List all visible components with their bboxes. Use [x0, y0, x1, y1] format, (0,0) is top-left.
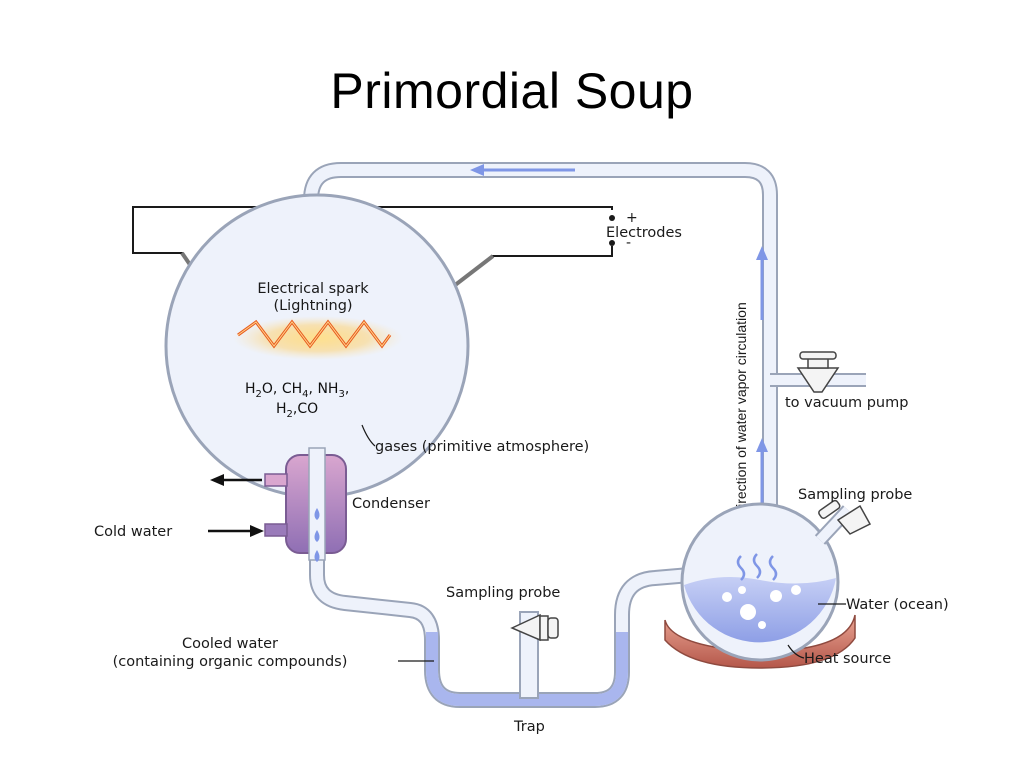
arrow-up-upper: [756, 246, 768, 320]
electrode-plus-sign: +: [626, 210, 638, 226]
electrodes-label: Electrodes: [606, 225, 682, 241]
condenser: [264, 447, 347, 562]
arrow-up-lower: [756, 438, 768, 512]
spark-label-line2: (Lightning): [273, 298, 352, 314]
trap-sampling-probe-label: Sampling probe: [446, 585, 560, 601]
cold-water-in-arrow: [208, 525, 264, 537]
atmosphere-sphere: [164, 193, 470, 499]
vacuum-pump-label: to vacuum pump: [785, 395, 908, 411]
ocean-flask: [664, 502, 856, 669]
formula-line1: H2O, CH4, NH3,: [245, 381, 349, 400]
arrow-top-leftward: [470, 164, 575, 176]
water-ocean-label: Water (ocean): [846, 597, 949, 613]
slide-title: Primordial Soup: [330, 63, 694, 119]
lower-tube: [309, 440, 691, 708]
spark-label-line1: Electrical spark: [257, 281, 369, 297]
flask-sampling-probe-label: Sampling probe: [798, 487, 912, 503]
cooled-water-label-line2: (containing organic compounds): [113, 654, 348, 670]
vacuum-valve-icon: [796, 351, 840, 393]
trap-label: Trap: [513, 719, 545, 735]
electrode-minus-sign: -: [626, 235, 631, 251]
cold-water-label: Cold water: [94, 524, 172, 540]
steam-vapor-icon: [736, 553, 778, 581]
heat-source-label: Heat source: [804, 651, 891, 667]
condenser-label: Condenser: [352, 496, 430, 512]
flask-sampling-probe: [818, 499, 872, 535]
cooled-water-label-line1: Cooled water: [182, 636, 278, 652]
formula-line2: H2,CO: [276, 401, 318, 420]
gases-label: gases (primitive atmosphere): [375, 439, 589, 455]
water-out-arrow: [210, 474, 262, 486]
water-droplets-icon: [314, 508, 320, 562]
circulation-direction-label: Direction of water vapor circulation: [733, 302, 749, 517]
trap-sampling-probe: [510, 613, 559, 642]
